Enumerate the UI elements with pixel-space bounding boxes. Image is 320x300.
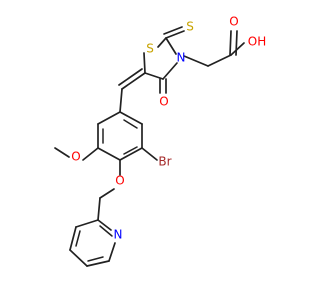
bond [69, 249, 88, 267]
bond [87, 256, 104, 262]
bond [82, 147, 99, 161]
ring-nitrogen-label: N [177, 51, 186, 65]
molecule-canvas: OH O S S N O O Br O N [54, 14, 267, 267]
ether-oxygen-label: O [115, 174, 124, 188]
carboxyl-oxygen-label: O [229, 15, 238, 29]
bond [119, 111, 143, 125]
bond [183, 55, 209, 67]
bond [229, 30, 232, 56]
bond [97, 219, 112, 231]
bond-layer [54, 26, 245, 267]
bond [123, 146, 138, 155]
bond [99, 225, 113, 237]
bond [97, 111, 121, 125]
ring-carbonyl-oxygen-label: O [159, 95, 168, 109]
bond [97, 147, 121, 161]
bond [165, 37, 177, 55]
bond [119, 88, 123, 113]
bond [121, 72, 146, 90]
bond [144, 72, 164, 80]
bond [207, 54, 232, 67]
bond [86, 260, 110, 267]
molecule-structure: OH O S S N O O Br O N [54, 15, 266, 267]
thione-sulfur-label: S [186, 20, 194, 34]
bond [75, 219, 99, 228]
methoxy-oxygen-label: O [71, 150, 80, 164]
bond [69, 226, 77, 251]
bromine-label: Br [158, 155, 171, 169]
bond [108, 242, 116, 262]
bond [162, 62, 178, 80]
bond [119, 147, 143, 161]
bond [97, 197, 101, 221]
pyridine-nitrogen-label: N [114, 228, 123, 242]
bond [54, 147, 70, 158]
bond [157, 37, 167, 48]
bond [123, 119, 138, 129]
bond [141, 147, 158, 161]
bond [163, 26, 183, 35]
bond [165, 30, 185, 39]
bond [75, 230, 81, 247]
carboxyl-oh-label: OH [248, 35, 266, 49]
bond [235, 30, 238, 56]
bond [118, 68, 143, 86]
bond [230, 42, 245, 56]
ring-sulfur-label: S [146, 42, 154, 56]
bond [99, 188, 115, 199]
atom-label-layer: OH O S S N O O Br O N [71, 15, 266, 242]
bond [143, 52, 146, 74]
